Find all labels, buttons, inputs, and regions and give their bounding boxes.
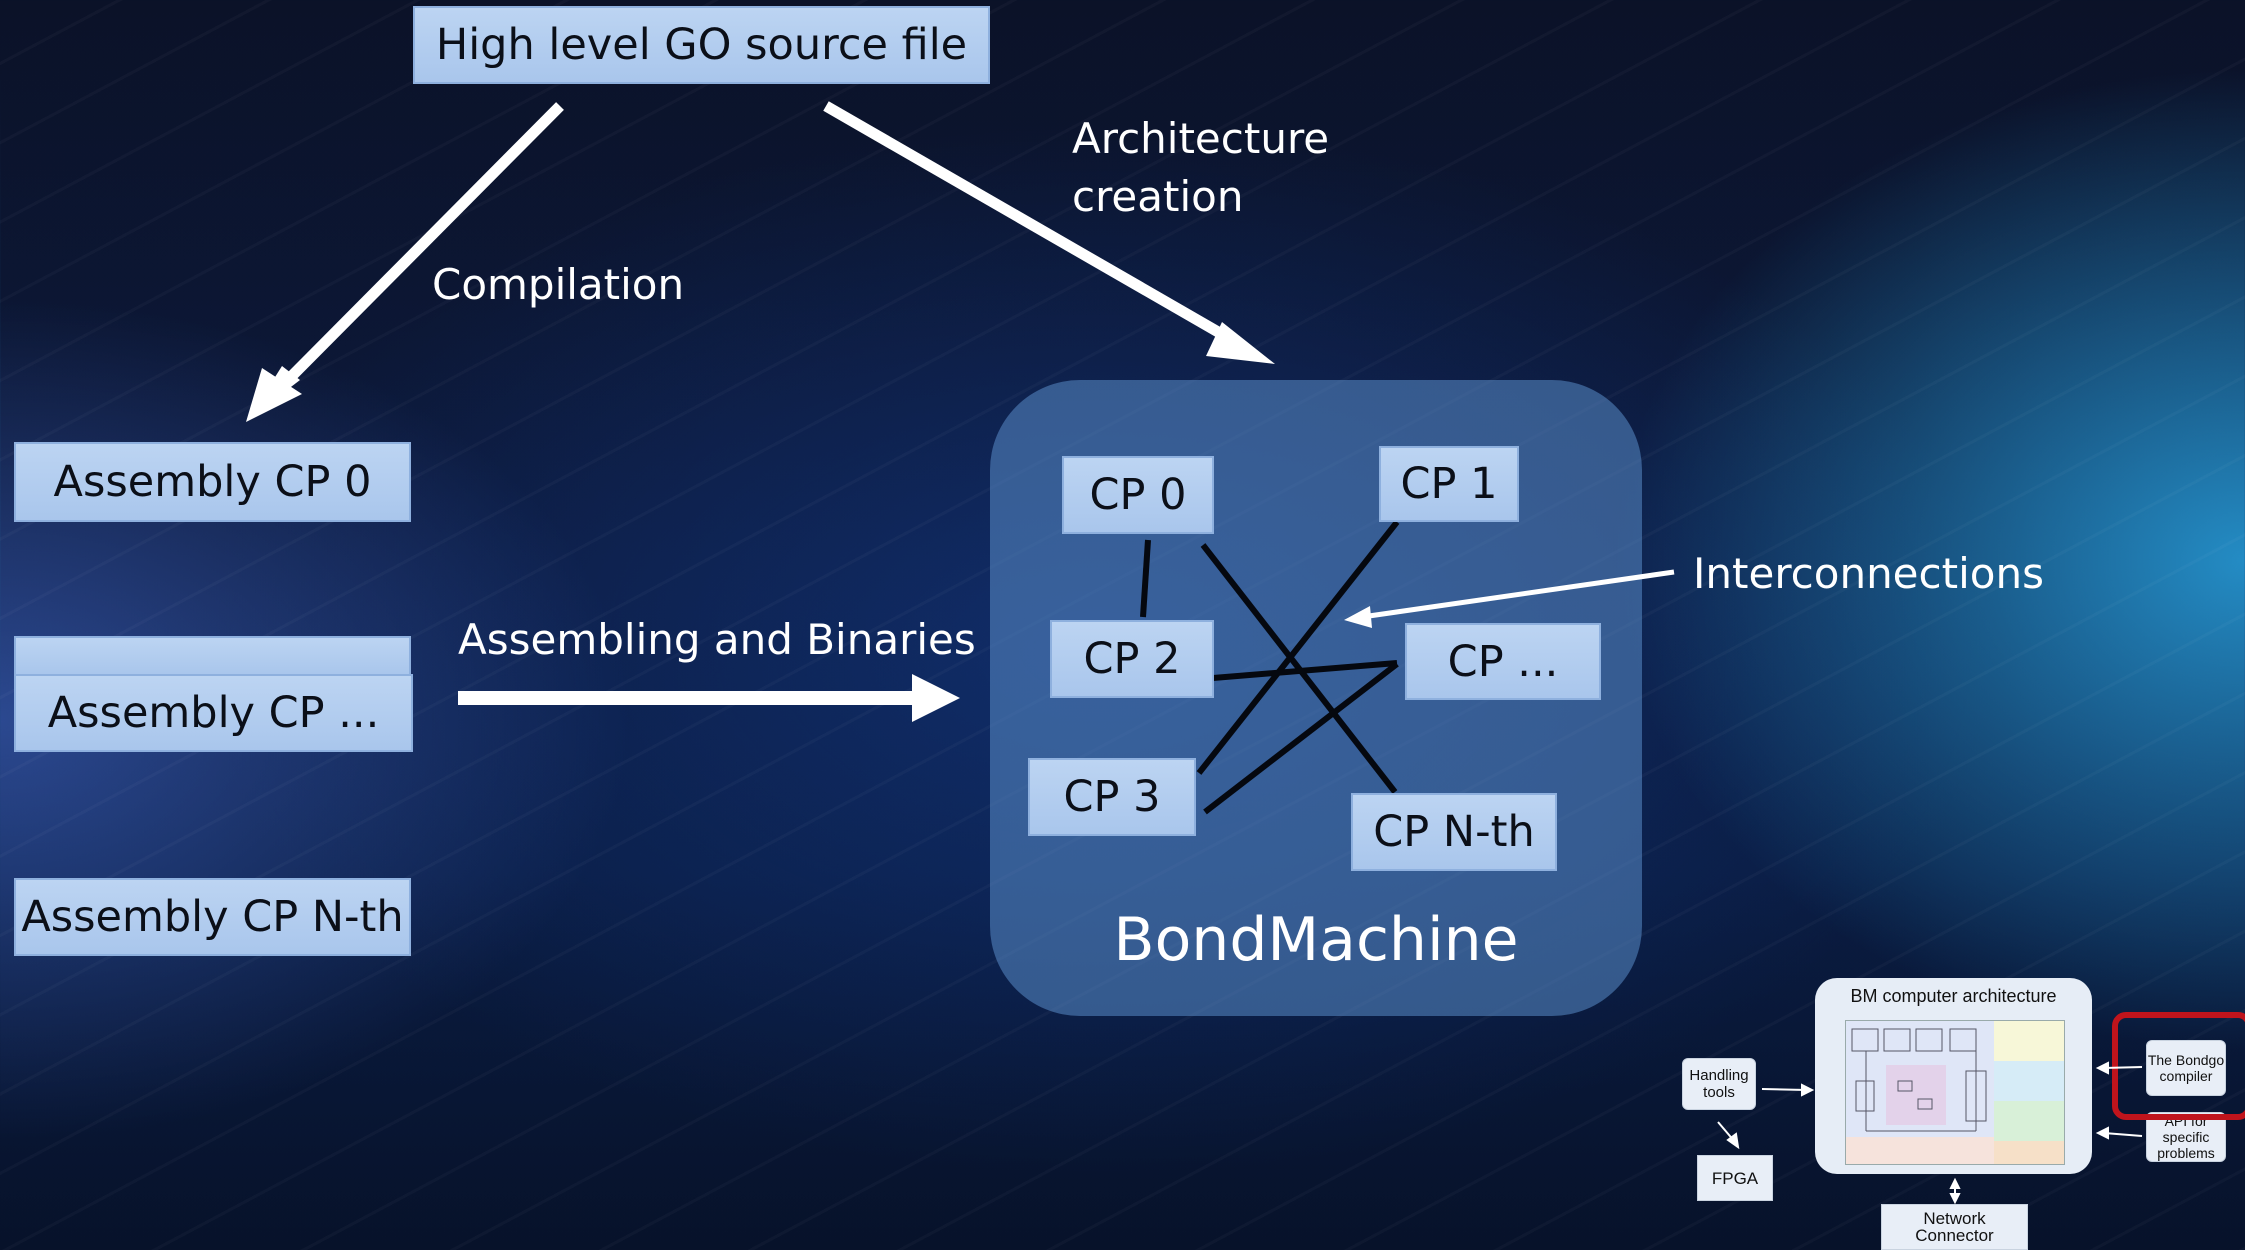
assembly-cpdots-box: Assembly CP ... (14, 674, 413, 752)
assembly-cp0-box: Assembly CP 0 (14, 442, 411, 522)
compilation-label: Compilation (432, 260, 685, 309)
mini-architecture-image (1845, 1020, 2065, 1165)
fpga-box: FPGA (1697, 1155, 1773, 1201)
cp-0-box: CP 0 (1062, 456, 1214, 534)
architecture-label-line1: Architecture (1072, 114, 1330, 163)
mini-architecture-title: BM computer architecture (1850, 986, 2057, 1006)
cp-2-box: CP 2 (1050, 620, 1214, 698)
interconnect-lines (1140, 520, 1400, 815)
interconnections-pointer (1361, 569, 1675, 620)
interconnections-label: Interconnections (1693, 549, 2044, 598)
architecture-arrow (823, 101, 1235, 345)
cp-3-box: CP 3 (1028, 758, 1196, 836)
cp-dots-box: CP ... (1405, 623, 1601, 700)
api-box: API for specific problems (2146, 1112, 2226, 1162)
bondgo-compiler-box: The Bondgo compiler (2146, 1040, 2226, 1096)
cp-nth-box: CP N-th (1351, 793, 1557, 871)
source-file-box: High level GO source file (413, 6, 990, 84)
architecture-label-line2: creation (1072, 172, 1244, 221)
assembly-cpnth-box: Assembly CP N-th (14, 878, 411, 956)
mini-architecture-thumbnail (1846, 1021, 2064, 1164)
cp-1-box: CP 1 (1379, 446, 1519, 522)
network-connector-box: Network Connector (1881, 1204, 2028, 1250)
bondgo-highlight-frame (2112, 1012, 2245, 1120)
compilation-arrow (266, 102, 564, 402)
handling-tools-box: Handling tools (1682, 1058, 1756, 1110)
bondmachine-title: BondMachine (1113, 905, 1519, 975)
assembling-label: Assembling and Binaries (458, 615, 976, 664)
